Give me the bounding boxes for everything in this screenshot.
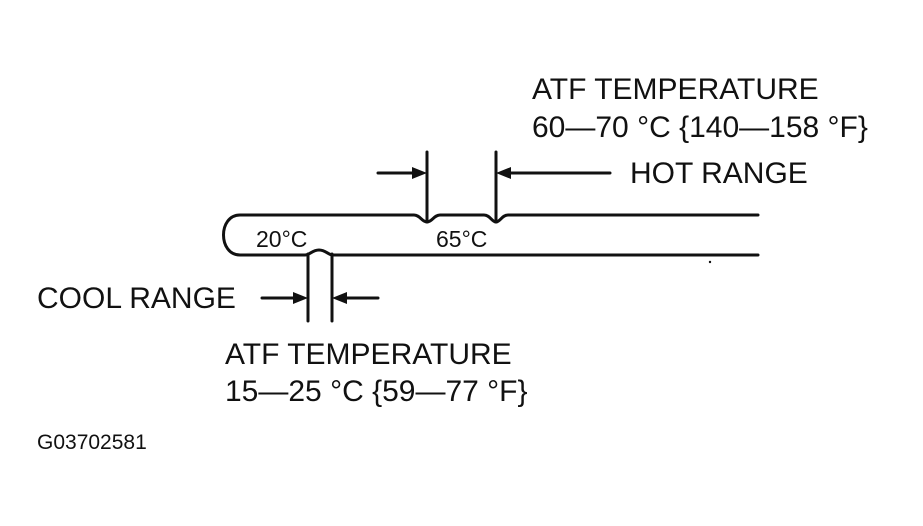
cool-right-arrowhead <box>332 292 347 304</box>
cool-atf-temperature-heading: ATF TEMPERATURE <box>225 338 512 371</box>
speck-dot <box>708 260 712 264</box>
hot-left-arrowhead <box>412 167 427 179</box>
hot-mark-label: 65°C <box>436 226 488 252</box>
cool-atf-temperature-value: 15—25 °C {59—77 °F} <box>225 375 528 408</box>
cool-range-label: COOL RANGE <box>37 282 236 315</box>
hot-range-label: HOT RANGE <box>630 157 808 190</box>
figure-code: G03702581 <box>37 431 147 454</box>
hot-atf-temperature-heading: ATF TEMPERATURE <box>532 73 819 106</box>
cool-mark-label: 20°C <box>256 226 308 252</box>
hot-right-arrowhead <box>496 167 511 179</box>
cool-left-arrowhead <box>293 292 308 304</box>
hot-atf-temperature-value: 60—70 °C {140—158 °F} <box>532 111 868 144</box>
